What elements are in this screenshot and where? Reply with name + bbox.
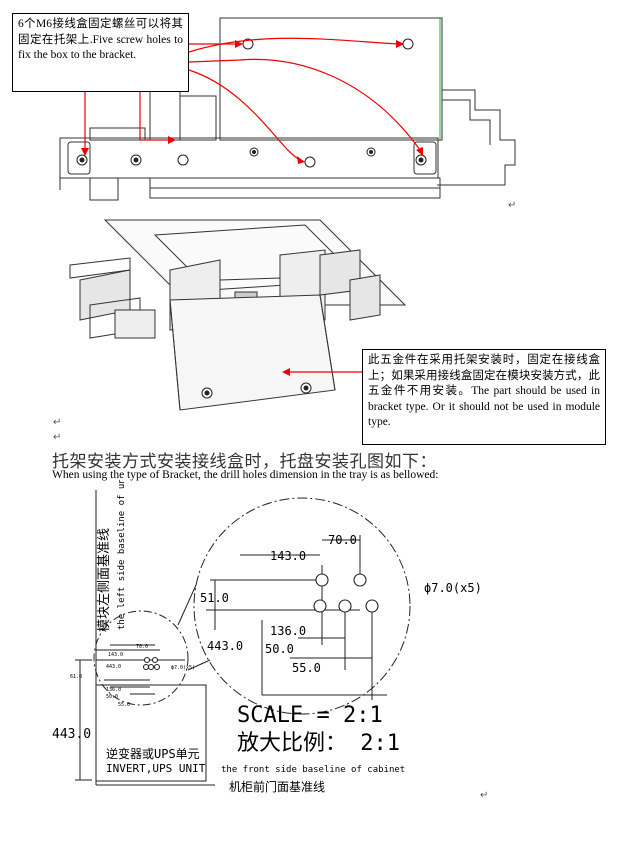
paragraph-mark: ↵ <box>508 200 517 211</box>
small-dim-143: 143.0 <box>108 652 123 658</box>
section-heading-zh: 托架安装方式安装接线盒时，托盘安装孔图如下： <box>52 452 437 472</box>
dim-143-label: 143.0 <box>270 549 306 563</box>
dim-51-label: 51.0 <box>200 591 229 605</box>
small-dim-50: 50.0 <box>106 694 118 700</box>
tray-hole-dimension-drawing: 143.0 70.0 51.0 443.0 136.0 50.0 55.0 ϕ7… <box>52 480 482 794</box>
dim-55-label: 55.0 <box>292 661 321 675</box>
dim-136-label: 136.0 <box>270 624 306 638</box>
scale-label-zh: 放大比例： 2:1 <box>237 731 400 756</box>
small-dim-55: 55.0 <box>118 702 130 708</box>
small-dim-70: 70.0 <box>136 644 148 650</box>
small-dim-61: 61.0 <box>70 674 82 680</box>
callout-part-note-en: The part should be used in bracket type.… <box>368 385 601 428</box>
dim-443-label: 443.0 <box>207 639 243 653</box>
callout-screw-holes-en: .Five screw holes to fix the box to the … <box>18 33 184 62</box>
hole-diameter-note: ϕ7.0(x5) <box>424 581 482 595</box>
callout-part-note-zh: 此五金件在采用托架安装时，固定在接线盒上；如果采用接线盒固定在模块安装方式，此五… <box>368 354 600 397</box>
unit-label-zh: 逆变器或UPS单元 <box>106 746 200 761</box>
callout-screw-holes-zh: 6个M6接线盒固定螺丝可以将其固定在托架上 <box>18 18 183 46</box>
left-baseline-en: the left side baseline of unit <box>117 480 127 630</box>
callout-part-note: 此五金件在采用托架安装时，固定在接线盒上；如果采用接线盒固定在模块安装方式，此五… <box>362 349 606 445</box>
front-baseline-en: the front side baseline of cabinet <box>221 765 405 775</box>
unit-label-en: INVERT,UPS UNIT <box>106 762 206 775</box>
small-dim-443: 443.0 <box>106 664 121 670</box>
bracket-front-view-drawing <box>59 17 516 201</box>
scale-label-en: SCALE = 2:1 <box>237 703 383 728</box>
dim-70-label: 70.0 <box>328 533 357 547</box>
callout-right-arrow <box>282 368 362 376</box>
dim-50-label: 50.0 <box>265 642 294 656</box>
callout-screw-holes: 6个M6接线盒固定螺丝可以将其固定在托架上.Five screw holes t… <box>12 13 189 92</box>
small-dim-136: 136.0 <box>106 687 121 693</box>
left-baseline-zh: 模块左侧面基准线 <box>97 528 112 632</box>
small-hole-note: ϕ7.0(x5) <box>171 665 195 671</box>
bracket-isometric-drawing <box>69 219 407 411</box>
unit-dim-443: 443.0 <box>52 727 91 742</box>
section-heading-en: When using the type of Bracket, the dril… <box>52 469 439 481</box>
paragraph-mark: ↵ <box>480 790 489 801</box>
front-baseline-zh: 机柜前门面基准线 <box>229 779 325 794</box>
paragraph-mark: ↵ <box>53 417 62 428</box>
paragraph-mark: ↵ <box>53 432 62 443</box>
